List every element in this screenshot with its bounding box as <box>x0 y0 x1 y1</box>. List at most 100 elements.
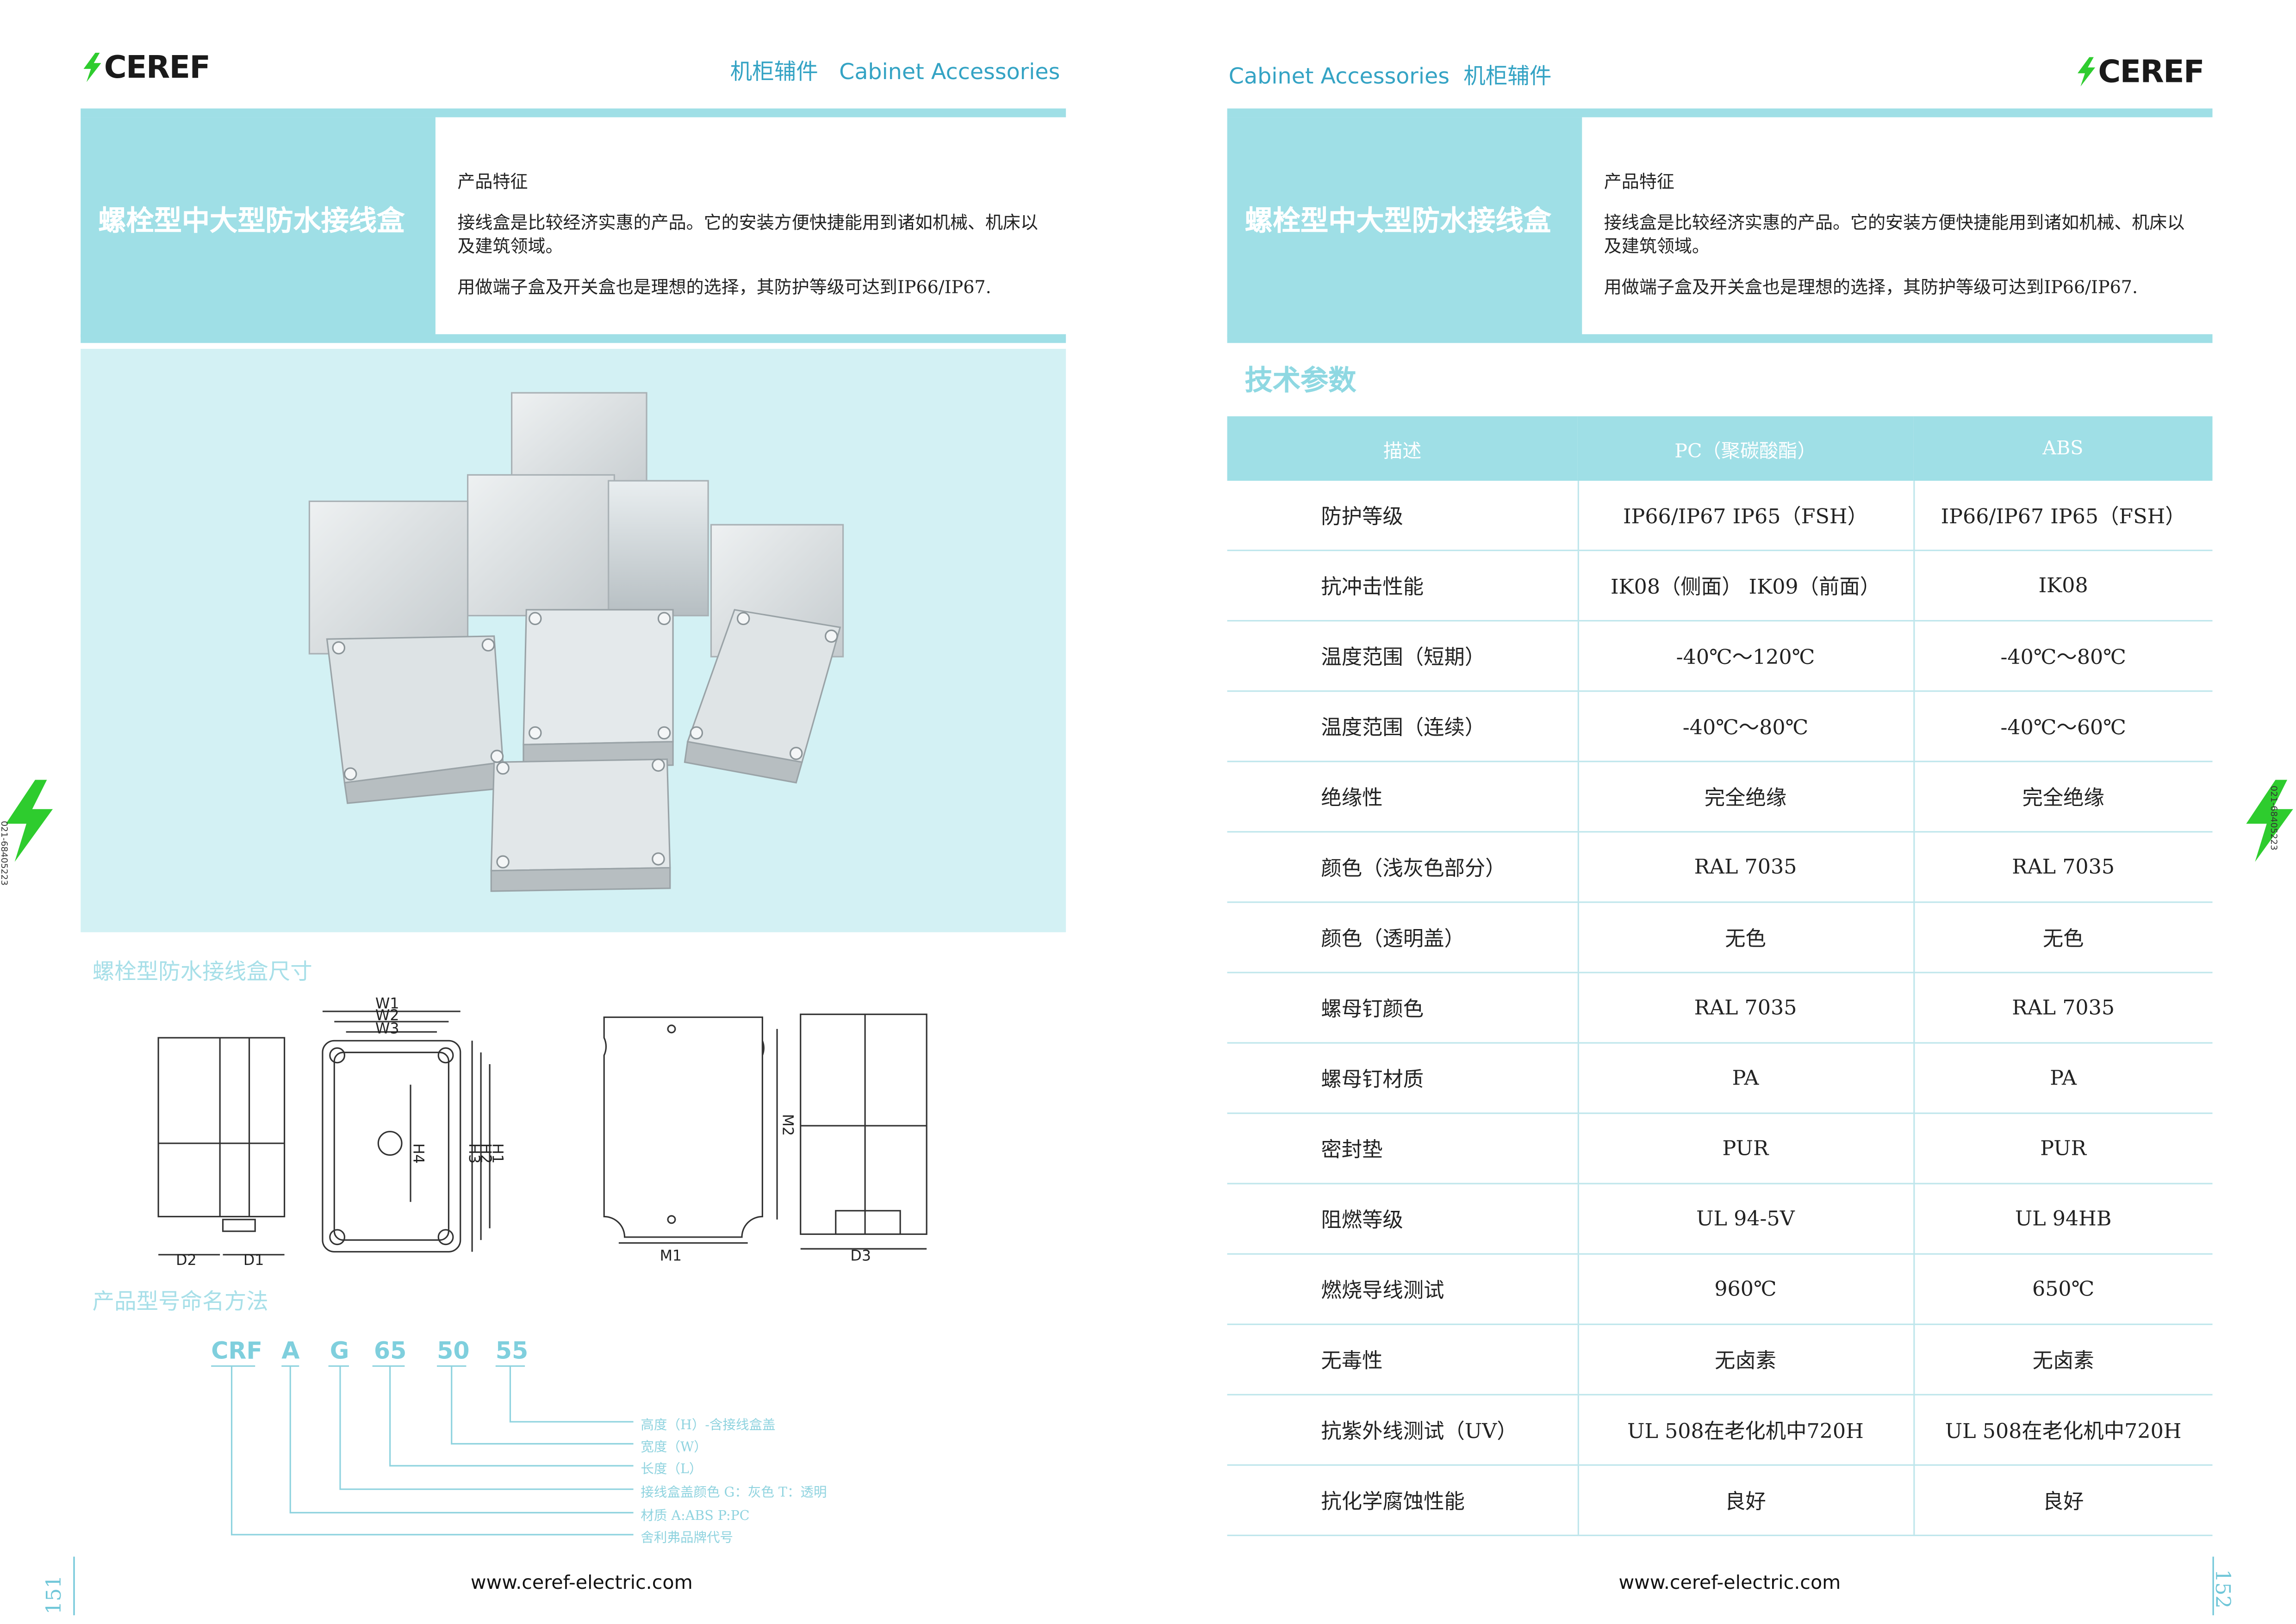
top-rule-right <box>1227 108 2213 118</box>
label-d3: D3 <box>850 1247 871 1264</box>
spec-row-abs-value: PUR <box>1913 1113 2213 1184</box>
spec-row-abs-value: UL 94HB <box>1913 1184 2213 1255</box>
label-m2: M2 <box>779 1114 796 1136</box>
product-title-right: 螺栓型中大型防水接线盒 <box>1244 205 1551 238</box>
spec-row: 无毒性无卤素无卤素 <box>1227 1324 2213 1395</box>
spec-row-abs-value: 无色 <box>1913 902 2213 973</box>
col-header-description: 描述 <box>1227 416 1578 481</box>
spec-row-description: 阻燃等级 <box>1227 1184 1578 1255</box>
feature-text-1-right: 接线盒是比较经济实惠的产品。它的安装方便快捷能用到诸如机械、机床以及建筑领域。 <box>1604 212 2185 257</box>
spec-row-pc-value: UL 508在老化机中720H <box>1577 1395 1914 1466</box>
website-left: www.ceref-electric.com <box>470 1573 693 1595</box>
spec-row-abs-value: 完全绝缘 <box>1913 761 2213 833</box>
col-header-pc: PC（聚碳酸酯） <box>1577 416 1914 481</box>
label-h2: H2 <box>477 1143 494 1164</box>
page-number-right: 152 <box>2210 1569 2234 1609</box>
label-w1: W1 <box>375 997 399 1012</box>
website-right: www.ceref-electric.com <box>1618 1573 1841 1595</box>
spec-row-pc-value: 无卤素 <box>1577 1324 1914 1395</box>
page-number-left: 151 <box>43 1575 67 1615</box>
header-category-left: 机柜辅件 Cabinet Accessories <box>730 56 1060 87</box>
spec-row-description: 颜色（透明盖） <box>1227 902 1578 973</box>
brand-logo-right: CEREF <box>2076 54 2204 89</box>
spec-row-description: 防护等级 <box>1227 481 1578 552</box>
spec-row: 温度范围（连续）-40℃～80℃-40℃～60℃ <box>1227 691 2213 762</box>
legend-brand: 舍利弗品牌代号 <box>641 1531 734 1547</box>
brand-logo-left: CEREF <box>82 50 211 85</box>
spec-row: 抗化学腐蚀性能良好良好 <box>1227 1465 2213 1537</box>
spec-row: 绝缘性完全绝缘完全绝缘 <box>1227 761 2213 833</box>
spec-row-pc-value: IK08（侧面） IK09（前面） <box>1577 550 1914 622</box>
label-w2: W2 <box>375 1007 399 1024</box>
product-title-left: 螺栓型中大型防水接线盒 <box>98 205 405 238</box>
spec-row-abs-value: 无卤素 <box>1913 1324 2213 1395</box>
legend-material: 材质 A:ABS P:PC <box>641 1510 750 1525</box>
spec-row: 颜色（透明盖）无色无色 <box>1227 902 2213 973</box>
spec-row-description: 燃烧导线测试 <box>1227 1254 1578 1325</box>
dimensions-title: 螺栓型防水接线盒尺寸 <box>92 958 312 985</box>
label-d2: D2 <box>176 1252 197 1268</box>
page-number-rule-left <box>73 1556 75 1616</box>
spec-row-description: 温度范围（短期） <box>1227 620 1578 692</box>
product-features-right: 产品特征 接线盒是比较经济实惠的产品。它的安装方便快捷能用到诸如机械、机床以及建… <box>1604 170 2196 299</box>
side-tab-left: 021-68405223 <box>0 780 56 886</box>
spec-row-description: 颜色（浅灰色部分） <box>1227 831 1578 903</box>
spec-row-description: 抗化学腐蚀性能 <box>1227 1465 1578 1537</box>
label-w3: W3 <box>375 1020 399 1037</box>
label-h3: H3 <box>466 1143 482 1164</box>
spec-row-abs-value: PA <box>1913 1043 2213 1114</box>
feature-text-1: 接线盒是比较经济实惠的产品。它的安装方便快捷能用到诸如机械、机床以及建筑领域。 <box>457 212 1038 257</box>
spec-row-description: 螺母钉颜色 <box>1227 972 1578 1044</box>
code-part-color: G <box>330 1337 349 1365</box>
spec-row-description: 绝缘性 <box>1227 761 1578 833</box>
spec-row-abs-value: 650℃ <box>1913 1254 2213 1325</box>
spec-row-abs-value: -40℃～80℃ <box>1913 620 2213 692</box>
banner-rule-left <box>81 334 1066 343</box>
spec-row-description: 无毒性 <box>1227 1324 1578 1395</box>
lightning-bolt-icon <box>2246 780 2293 862</box>
header-en: Cabinet Accessories <box>839 58 1060 85</box>
lightning-bolt-icon <box>2078 57 2096 87</box>
label-m1: M1 <box>660 1247 682 1264</box>
spec-row-pc-value: IP66/IP67 IP65（FSH） <box>1577 481 1914 552</box>
page-number-rule-right <box>2212 1556 2214 1616</box>
spec-row-pc-value: 无色 <box>1577 902 1914 973</box>
product-photo <box>81 348 1066 932</box>
spec-row-pc-value: UL 94-5V <box>1577 1184 1914 1255</box>
legend-length: 长度（L） <box>641 1463 703 1478</box>
code-part-brand: CRF <box>211 1337 263 1365</box>
header-category-right: Cabinet Accessories 机柜辅件 <box>1229 60 1552 91</box>
spec-row-description: 温度范围（连续） <box>1227 691 1578 762</box>
product-banner-right: 螺栓型中大型防水接线盒 <box>1227 117 1582 337</box>
features-label: 产品特征 <box>457 171 528 192</box>
brand-name-right: CEREF <box>2098 54 2204 90</box>
spec-row-pc-value: 960℃ <box>1577 1254 1914 1325</box>
spec-row-abs-value: RAL 7035 <box>1913 972 2213 1044</box>
dimension-drawings: D2 D1 W1 W2 W3 H1 H2 H3 H4 M1 M2 D3 <box>157 997 927 1268</box>
spec-row: 温度范围（短期）-40℃～120℃-40℃～80℃ <box>1227 620 2213 692</box>
spec-row-pc-value: RAL 7035 <box>1577 831 1914 903</box>
spec-row-abs-value: UL 508在老化机中720H <box>1913 1395 2213 1466</box>
lightning-bolt-icon <box>6 780 53 862</box>
side-tab-right: 021-68405223 <box>2240 780 2296 862</box>
col-header-abs: ABS <box>1913 416 2213 481</box>
legend-width: 宽度（W） <box>641 1441 707 1456</box>
product-features-left: 产品特征 接线盒是比较经济实惠的产品。它的安装方便快捷能用到诸如机械、机床以及建… <box>457 170 1050 299</box>
header-cn: 机柜辅件 <box>730 58 818 85</box>
code-part-width: 50 <box>437 1337 470 1365</box>
legend-height: 高度（H）-含接线盒盖 <box>641 1419 776 1434</box>
label-d1: D1 <box>243 1252 264 1268</box>
spec-row-pc-value: 完全绝缘 <box>1577 761 1914 833</box>
header-en-right: Cabinet Accessories <box>1228 63 1450 90</box>
label-h4: H4 <box>410 1143 426 1164</box>
brand-name: CEREF <box>104 50 211 85</box>
tech-title: 技术参数 <box>1244 365 1356 397</box>
spec-row-pc-value: -40℃～80℃ <box>1577 691 1914 762</box>
spec-table-header: 描述 PC（聚碳酸酯） ABS <box>1227 416 2213 481</box>
spec-row-pc-value: 良好 <box>1577 1465 1914 1537</box>
